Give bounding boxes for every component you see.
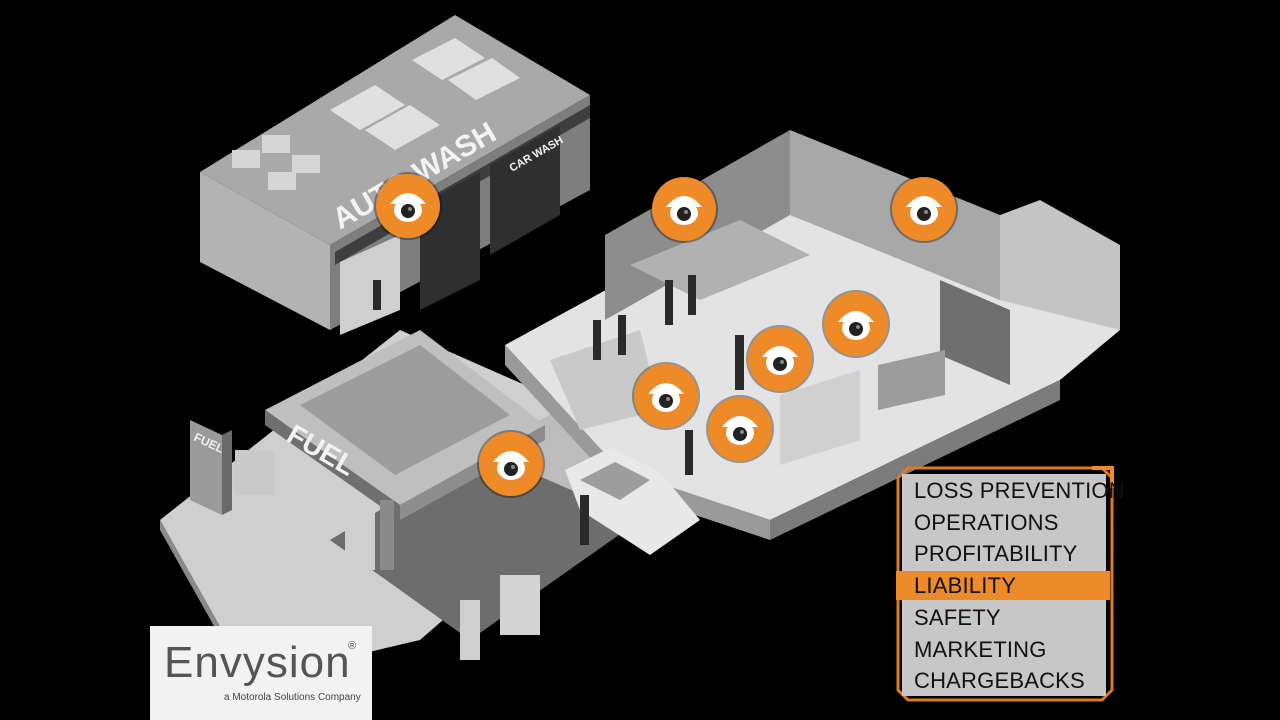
security-camera-register[interactable] (748, 327, 812, 391)
security-camera-store-entrance[interactable] (652, 177, 716, 241)
envysion-logo: Envysion ® a Motorola Solutions Company (150, 626, 372, 720)
security-camera-aisle[interactable] (634, 364, 698, 428)
security-camera-icon (722, 416, 758, 445)
security-camera-icon (762, 346, 798, 375)
security-camera-icon (666, 196, 702, 225)
carwash-building: AUTO WASH CAR WASH (200, 15, 590, 335)
logo-wordmark: Envysion (164, 638, 351, 687)
security-camera-icon (493, 451, 529, 480)
security-camera-icon (390, 193, 426, 222)
security-camera-icon (648, 383, 684, 412)
panel-frame (896, 466, 1114, 702)
menu-item-chargebacks[interactable]: CHARGEBACKS (914, 668, 1085, 693)
security-camera-icon (838, 311, 874, 340)
fuel-pylon-sign: FUEL (190, 420, 480, 660)
menu-item-loss-prevention[interactable]: LOSS PREVENTION (914, 478, 1125, 503)
menu-item-profitability[interactable]: PROFITABILITY (914, 541, 1078, 566)
menu-item-liability[interactable]: LIABILITY (896, 571, 1110, 600)
security-camera-fuel[interactable] (479, 432, 543, 496)
menu-item-operations[interactable]: OPERATIONS (914, 510, 1059, 535)
security-camera-counter[interactable] (824, 292, 888, 356)
people (373, 275, 744, 545)
store-building (505, 130, 1120, 555)
security-camera-kitchen[interactable] (892, 177, 956, 241)
logo-tagline: a Motorola Solutions Company (224, 692, 361, 703)
menu-item-safety[interactable]: SAFETY (914, 605, 1001, 630)
security-camera-icon (906, 196, 942, 225)
logo-registered-mark: ® (348, 640, 357, 652)
security-camera-carwash[interactable] (376, 174, 440, 238)
menu-item-marketing[interactable]: MARKETING (914, 637, 1047, 662)
security-camera-front-door[interactable] (708, 397, 772, 461)
category-menu-panel: LOSS PREVENTION OPERATIONS PROFITABILITY… (896, 466, 1125, 702)
